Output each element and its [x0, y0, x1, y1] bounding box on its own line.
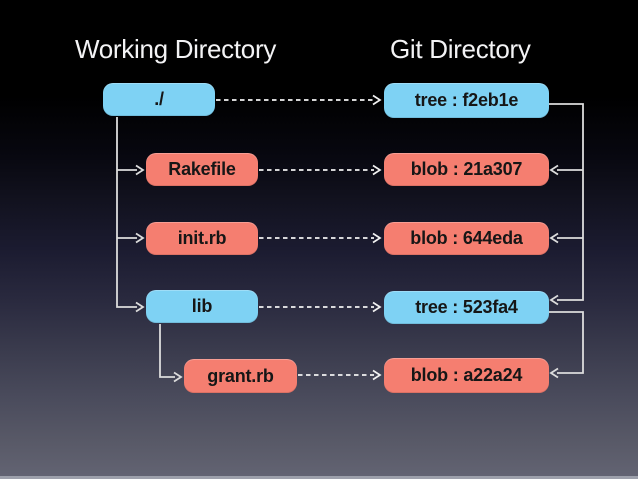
- arrowhead-root-to-lib-trunk: [135, 301, 145, 313]
- arrowhead-f2eb1e-to-644eda: [549, 232, 559, 244]
- node-blob-21a307: blob : 21a307: [384, 153, 549, 186]
- arrowhead-523fa4-to-a22a24: [549, 367, 559, 379]
- node-blob-644eda: blob : 644eda: [384, 222, 549, 255]
- node-rakefile: Rakefile: [146, 153, 258, 186]
- arrowhead-lib-to-grant-rb: [173, 371, 183, 383]
- arrowhead-map-rakefile-to-21a307: [372, 164, 382, 176]
- arrowhead-map-grant-rb-to-a22a24: [372, 369, 382, 381]
- slide-bottom-strip: [0, 476, 638, 479]
- arrowhead-f2eb1e-to-21a307: [549, 164, 559, 176]
- node-blob-a22a24: blob : a22a24: [384, 358, 549, 393]
- node-init-rb: init.rb: [146, 222, 258, 255]
- column-header-working-directory: Working Directory: [75, 34, 277, 64]
- arrowhead-root-to-init-rb: [135, 232, 145, 244]
- arrowhead-f2eb1e-to-523fa4-trunk: [549, 294, 559, 306]
- solid-connector-f2eb1e-to-523fa4-trunk: [549, 103, 584, 301]
- arrowhead-map-root-to-f2eb1e: [372, 94, 382, 106]
- node-tree-f2eb1e: tree : f2eb1e: [384, 83, 549, 118]
- node-lib: lib: [146, 290, 258, 323]
- arrowhead-map-lib-to-523fa4: [372, 301, 382, 313]
- solid-connector-523fa4-to-a22a24: [549, 311, 584, 374]
- node-root: ./: [103, 83, 215, 116]
- solid-connector-root-to-lib-trunk: [116, 117, 137, 308]
- node-tree-523fa4: tree : 523fa4: [384, 291, 549, 324]
- column-header-git-directory: Git Directory: [390, 34, 531, 64]
- node-grant-rb: grant.rb: [184, 359, 297, 393]
- arrowhead-map-init-rb-to-644eda: [372, 232, 382, 244]
- arrowhead-root-to-rakefile: [135, 164, 145, 176]
- solid-connector-lib-to-grant-rb: [159, 324, 175, 378]
